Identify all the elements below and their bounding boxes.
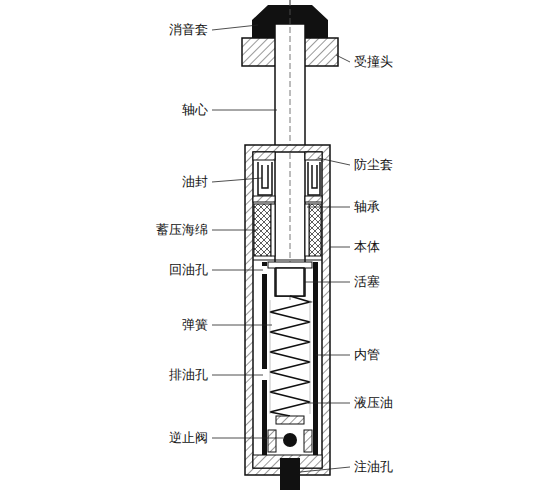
part-label: 受撞头 [352, 53, 395, 71]
part-label: 蓄压海绵 [154, 221, 210, 239]
part-label: 轴心 [180, 101, 210, 119]
part-label: 内管 [352, 346, 382, 364]
part-label: 本体 [352, 238, 382, 256]
part-label: 活塞 [352, 273, 382, 291]
part-label: 轴承 [352, 198, 382, 216]
part-label: 弹簧 [180, 316, 210, 334]
part-label: 注油孔 [352, 458, 395, 476]
part-label: 液压油 [352, 394, 395, 412]
part-label: 防尘套 [352, 156, 395, 174]
part-label: 排油孔 [167, 366, 210, 384]
part-label: 逆止阀 [167, 429, 210, 447]
part-label: 消音套 [167, 21, 210, 39]
part-label: 回油孔 [167, 261, 210, 279]
part-label: 油封 [180, 173, 210, 191]
